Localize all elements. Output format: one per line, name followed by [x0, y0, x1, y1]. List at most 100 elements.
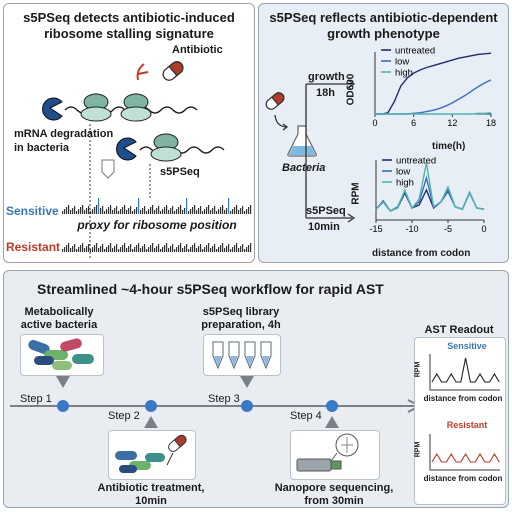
read-bar: [214, 206, 216, 214]
read-bar: [236, 205, 238, 214]
read-bar: [222, 243, 224, 252]
read-bar: [196, 248, 198, 252]
read-bar: [74, 206, 76, 214]
step-node-2: [145, 400, 157, 412]
up-triangle-2: [144, 416, 158, 428]
read-bar: [96, 205, 98, 214]
sensitive-label: Sensitive: [6, 204, 59, 218]
step-3-label: Step 3: [208, 393, 240, 405]
step-4-label: Step 4: [290, 410, 322, 422]
read-bar: [206, 245, 208, 252]
antibiotic-label: Antibiotic: [172, 44, 223, 56]
antibiotic-pill-icon: [265, 92, 285, 110]
read-bar: [128, 246, 130, 252]
panel-title-line2: growth phenotype: [327, 26, 440, 41]
read-bar: [240, 246, 242, 252]
mini-xlabel-1: distance from codon: [423, 394, 503, 403]
legend-label-low: low: [395, 57, 409, 68]
read-bar: [68, 243, 70, 252]
read-bar: [76, 249, 78, 252]
read-bar: [92, 209, 94, 214]
read-bar: [110, 205, 112, 214]
series-line-high: [375, 112, 492, 115]
x-tick-label: -5: [444, 224, 452, 234]
mini-sensitive-profile: [429, 354, 500, 391]
series-line-untreated: [375, 52, 492, 115]
read-bar: [78, 209, 80, 214]
antibiotic-treatment-label-1: Antibiotic treatment,: [97, 482, 205, 494]
read-bar: [70, 248, 72, 252]
read-bar: [208, 205, 210, 214]
legend-label-untreated: untreated: [396, 156, 436, 167]
read-bar: [88, 244, 90, 252]
read-bar: [86, 208, 88, 214]
ribosome-2: [120, 93, 152, 122]
read-bar: [200, 206, 202, 214]
read-bar: [168, 210, 170, 214]
read-bar: [156, 246, 158, 252]
read-bar: [218, 247, 220, 252]
growth-time-label: 18h: [316, 87, 335, 99]
x-tick-label: -15: [369, 224, 382, 234]
read-bar: [232, 247, 234, 252]
x-tick-label: 0: [481, 224, 486, 234]
read-bar: [76, 211, 78, 214]
read-bar: [172, 244, 174, 252]
x-tick-label: 6: [411, 118, 416, 128]
read-bar: [124, 205, 126, 214]
read-bar: [236, 243, 238, 252]
read-bar: [194, 205, 196, 214]
read-bar: [162, 209, 164, 214]
read-bar: [188, 249, 190, 252]
read-bar: [208, 243, 210, 252]
read-bar: [104, 211, 106, 214]
legend-label-low: low: [396, 167, 410, 178]
read-bar: [130, 206, 132, 214]
read-bar: [72, 208, 74, 214]
read-bar: [68, 205, 70, 214]
read-bar: [188, 211, 190, 214]
timeline: [10, 376, 423, 428]
read-bar: [106, 247, 108, 252]
read-bar: [84, 210, 86, 214]
read-bar: [242, 244, 244, 252]
library-label-1: s5PSeq library: [202, 306, 280, 318]
read-bar: [112, 248, 114, 252]
read-bar: [152, 205, 154, 214]
nanopore-label-2: from 30min: [304, 495, 364, 507]
read-bar: [100, 246, 102, 252]
read-bar: [178, 207, 180, 214]
read-bar: [144, 206, 146, 214]
read-bar: [146, 211, 148, 214]
read-bar: [62, 211, 64, 214]
read-bar: [110, 243, 112, 252]
read-bar: [94, 207, 96, 214]
read-bar: [90, 249, 92, 252]
read-bar: [174, 249, 176, 252]
read-bar: [220, 245, 222, 252]
read-bar: [198, 246, 200, 252]
read-bar: [120, 209, 122, 214]
read-bar: [118, 211, 120, 214]
s5pseq-branch-label: s5PSeq: [306, 205, 346, 217]
read-bar: [152, 243, 154, 252]
read-bar: [192, 245, 194, 252]
process-arrow: [101, 159, 115, 179]
read-bar: [128, 208, 130, 214]
read-bar: [180, 243, 182, 252]
read-bar: [206, 207, 208, 214]
series-line-low: [375, 79, 492, 115]
read-bar: [104, 249, 106, 252]
mini-profile-line: [431, 357, 500, 383]
read-bar: [94, 245, 96, 252]
read-bar: [96, 243, 98, 252]
down-triangle-3: [240, 376, 254, 388]
read-bar: [98, 248, 100, 252]
read-bar: [140, 210, 142, 214]
library-label-2: preparation, 4h: [201, 319, 281, 331]
read-bar: [132, 211, 134, 214]
panel-title-line1: s5PSeq detects antibiotic-induced: [23, 10, 235, 25]
read-bar: [118, 249, 120, 252]
read-bar: [140, 248, 142, 252]
read-bar: [202, 249, 204, 252]
